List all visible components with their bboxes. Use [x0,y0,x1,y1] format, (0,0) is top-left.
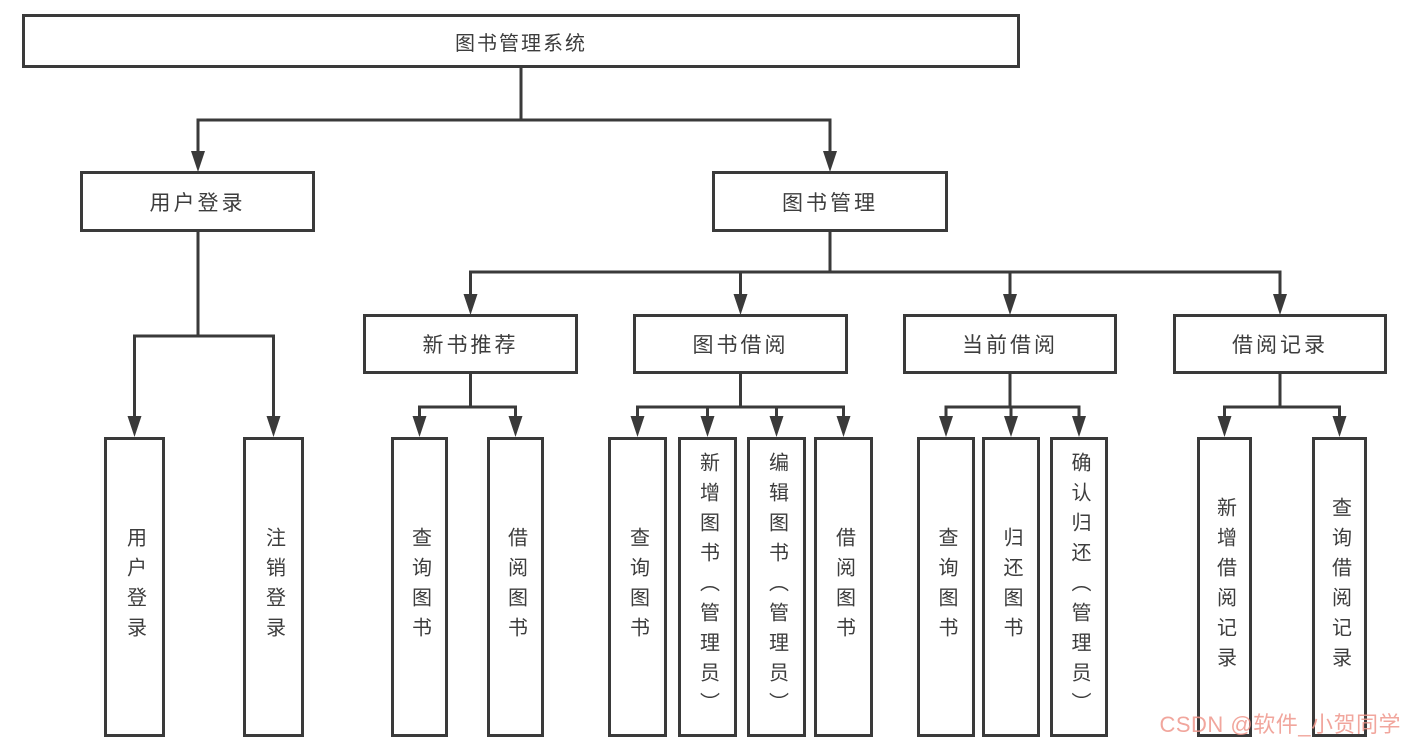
leaf-cb-return-books-label: 归还图书 [1000,527,1022,647]
connector-book-mgmt-to-sections [463,230,1287,315]
leaf-bb-borrow-books-label: 借阅图书 [832,527,855,647]
node-root: 图书管理系统 [22,14,1020,68]
node-current-borrow-label: 当前借阅 [962,334,1058,357]
node-book-mgmt: 图书管理 [712,171,948,232]
connector-book-borrow-to-leaves [630,371,851,437]
leaf-bb-query-books-label: 查询图书 [626,527,649,647]
leaf-cb-confirm-return-admin-label: 确认归还（管理员） [1068,452,1090,722]
leaf-br-add-record: 新增借阅记录 [1197,437,1252,737]
leaf-cb-return-books: 归还图书 [982,437,1040,737]
leaf-rec-query-books: 查询图书 [391,437,448,737]
node-book-mgmt-label: 图书管理 [782,191,878,215]
node-book-borrow: 图书借阅 [633,314,848,374]
leaf-br-query-record-label: 查询借阅记录 [1328,497,1351,677]
leaf-cb-confirm-return-admin: 确认归还（管理员） [1050,437,1108,737]
leaf-br-add-record-label: 新增借阅记录 [1213,497,1236,677]
leaf-user-login-label: 用户登录 [123,527,146,647]
leaf-rec-borrow-books: 借阅图书 [487,437,544,737]
leaf-bb-add-books-admin-label: 新增图书（管理员） [696,452,719,722]
leaf-bb-query-books: 查询图书 [608,437,667,737]
leaf-cb-query-books: 查询图书 [917,437,975,737]
connector-root-to-level2 [191,66,837,172]
leaf-bb-add-books-admin: 新增图书（管理员） [678,437,737,737]
leaf-bb-edit-books-admin-label: 编辑图书（管理员） [765,452,788,722]
node-root-label: 图书管理系统 [455,32,587,55]
leaf-br-query-record: 查询借阅记录 [1312,437,1367,737]
leaf-bb-edit-books-admin: 编辑图书（管理员） [747,437,806,737]
leaf-rec-borrow-books-label: 借阅图书 [504,527,527,647]
leaf-logout-label: 注销登录 [262,527,285,647]
connector-borrow-records-to-leaves [1217,371,1347,437]
node-borrow-records-label: 借阅记录 [1232,334,1328,357]
leaf-bb-borrow-books: 借阅图书 [814,437,873,737]
node-new-book-rec-label: 新书推荐 [422,334,519,357]
leaf-rec-query-books-label: 查询图书 [408,527,431,647]
node-current-borrow: 当前借阅 [903,314,1117,374]
leaf-logout: 注销登录 [243,437,304,737]
connector-current-borrow-to-leaves [939,371,1086,437]
connector-user-login-to-leaves [127,230,281,437]
node-new-book-rec: 新书推荐 [363,314,578,374]
node-user-login: 用户登录 [80,171,315,232]
node-borrow-records: 借阅记录 [1173,314,1387,374]
leaf-cb-query-books-label: 查询图书 [935,527,957,647]
node-user-login-label: 用户登录 [149,191,246,215]
leaf-user-login: 用户登录 [104,437,165,737]
connector-new-book-rec-to-leaves [412,371,523,437]
node-book-borrow-label: 图书借阅 [692,334,789,357]
